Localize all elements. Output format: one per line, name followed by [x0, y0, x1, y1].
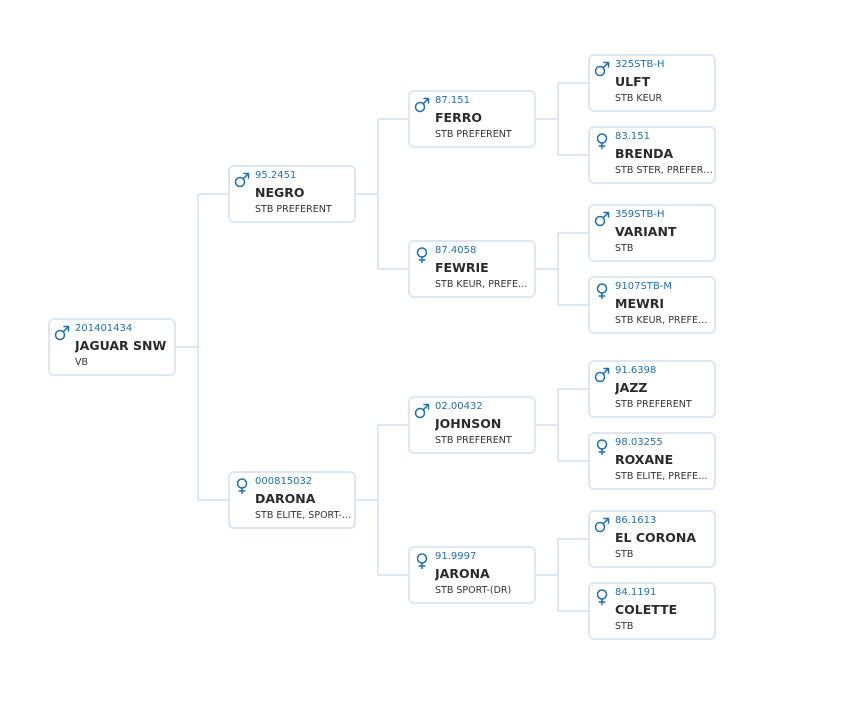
horse-name: ROXANE: [615, 452, 674, 467]
horse-name: JOHNSON: [435, 416, 502, 431]
horse-name: DARONA: [255, 491, 316, 506]
horse-name: VARIANT: [615, 224, 677, 239]
female-icon: [234, 478, 250, 494]
connector-johnson-parents: [536, 388, 588, 462]
horse-name: BRENDA: [615, 146, 674, 161]
horse-card-dd-sire[interactable]: 86.1613 EL CORONA STB: [588, 510, 716, 568]
horse-card-ss-sire[interactable]: 325STB-H ULFT STB KEUR: [588, 54, 716, 112]
female-icon: [414, 553, 430, 569]
horse-card-dam-dam[interactable]: 91.9997 JARONA STB SPORT-(DR): [408, 546, 536, 604]
horse-card-ss-dam[interactable]: 83.151 BRENDA STB STER, PREFERENT: [588, 126, 716, 184]
horse-name: MEWRI: [615, 296, 665, 311]
male-icon: [54, 325, 70, 341]
horse-name: NEGRO: [255, 185, 305, 200]
horse-predicates: STB STER, PREFERENT: [615, 165, 713, 176]
female-icon: [594, 283, 610, 299]
registration-number: 000815032: [255, 476, 313, 487]
female-icon: [594, 439, 610, 455]
registration-number: 9107STB-M: [615, 281, 673, 292]
horse-card-sd-sire[interactable]: 359STB-H VARIANT STB: [588, 204, 716, 262]
horse-name: JAGUAR SNW: [75, 338, 167, 353]
male-icon: [414, 403, 430, 419]
connector-ferro-parents: [536, 82, 588, 156]
connector-sire-parents: [356, 118, 408, 270]
horse-card-sire-dam[interactable]: 87.4058 FEWRIE STB KEUR, PREFERENT: [408, 240, 536, 298]
horse-card-subject[interactable]: 201401434 JAGUAR SNW VB: [48, 318, 176, 376]
horse-name: JAZZ: [615, 380, 648, 395]
male-icon: [594, 61, 610, 77]
registration-number: 84.1191: [615, 587, 657, 598]
horse-card-sire[interactable]: 95.2451 NEGRO STB PREFERENT: [228, 165, 356, 223]
male-icon: [234, 172, 250, 188]
registration-number: 201401434: [75, 323, 133, 334]
horse-name: ULFT: [615, 74, 651, 89]
connector-dam-parents: [356, 424, 408, 576]
horse-name: EL CORONA: [615, 530, 697, 545]
connector-subject-parents: [176, 193, 228, 501]
horse-predicates: STB: [615, 243, 634, 254]
horse-name: JARONA: [435, 566, 490, 581]
horse-card-dd-dam[interactable]: 84.1191 COLETTE STB: [588, 582, 716, 640]
horse-predicates: STB PREFERENT: [615, 399, 692, 410]
horse-name: FERRO: [435, 110, 482, 125]
female-icon: [594, 133, 610, 149]
registration-number: 87.151: [435, 95, 470, 106]
horse-name: FEWRIE: [435, 260, 489, 275]
horse-card-dam[interactable]: 000815032 DARONA STB ELITE, SPORT-(DR): [228, 471, 356, 529]
registration-number: 98.03255: [615, 437, 663, 448]
horse-card-sire-sire[interactable]: 87.151 FERRO STB PREFERENT: [408, 90, 536, 148]
registration-number: 91.9997: [435, 551, 477, 562]
horse-predicates: STB SPORT-(DR): [435, 585, 512, 596]
horse-predicates: STB: [615, 549, 634, 560]
horse-card-ds-sire[interactable]: 91.6398 JAZZ STB PREFERENT: [588, 360, 716, 418]
male-icon: [594, 517, 610, 533]
horse-predicates: STB KEUR: [615, 93, 663, 104]
horse-predicates: STB KEUR, PREFERENT: [435, 279, 533, 290]
registration-number: 83.151: [615, 131, 650, 142]
registration-number: 87.4058: [435, 245, 477, 256]
female-icon: [414, 247, 430, 263]
registration-number: 95.2451: [255, 170, 297, 181]
registration-number: 02.00432: [435, 401, 483, 412]
registration-number: 86.1613: [615, 515, 657, 526]
registration-number: 91.6398: [615, 365, 657, 376]
horse-predicates: STB ELITE, PREFERENT: [615, 471, 713, 482]
male-icon: [414, 97, 430, 113]
horse-name: COLETTE: [615, 602, 678, 617]
connector-fewrie-parents: [536, 232, 588, 306]
female-icon: [594, 589, 610, 605]
horse-card-sd-dam[interactable]: 9107STB-M MEWRI STB KEUR, PREFERENT: [588, 276, 716, 334]
horse-predicates: STB: [615, 621, 634, 632]
horse-card-ds-dam[interactable]: 98.03255 ROXANE STB ELITE, PREFERENT: [588, 432, 716, 490]
horse-predicates: STB PREFERENT: [255, 204, 332, 215]
horse-predicates: STB PREFERENT: [435, 435, 512, 446]
registration-number: 359STB-H: [615, 209, 665, 220]
horse-predicates: STB KEUR, PREFERENT: [615, 315, 713, 326]
horse-predicates: VB: [75, 357, 89, 368]
male-icon: [594, 367, 610, 383]
registration-number: 325STB-H: [615, 59, 665, 70]
horse-predicates: STB PREFERENT: [435, 129, 512, 140]
horse-card-dam-sire[interactable]: 02.00432 JOHNSON STB PREFERENT: [408, 396, 536, 454]
connector-jarona-parents: [536, 538, 588, 612]
male-icon: [594, 211, 610, 227]
horse-predicates: STB ELITE, SPORT-(DR): [255, 510, 353, 521]
